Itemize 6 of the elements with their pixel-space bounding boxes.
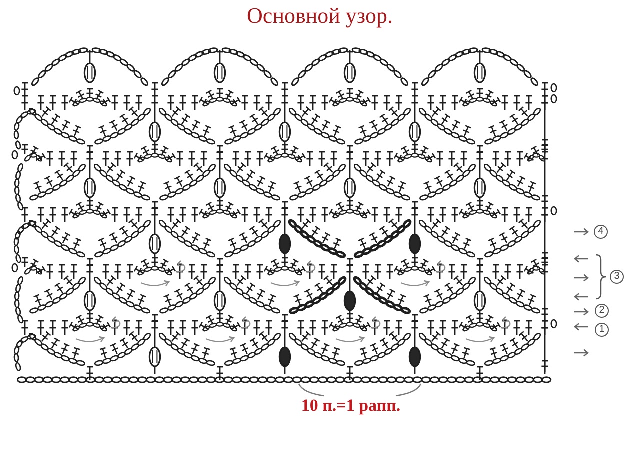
row-number: 1 bbox=[595, 323, 609, 337]
row-number: 3 bbox=[610, 270, 624, 284]
row-number: 4 bbox=[594, 225, 608, 239]
row-number: 2 bbox=[595, 304, 609, 318]
repeat-note: 10 п.=1 рапп. bbox=[301, 397, 401, 415]
chart-title: Основной узор. bbox=[247, 4, 393, 28]
